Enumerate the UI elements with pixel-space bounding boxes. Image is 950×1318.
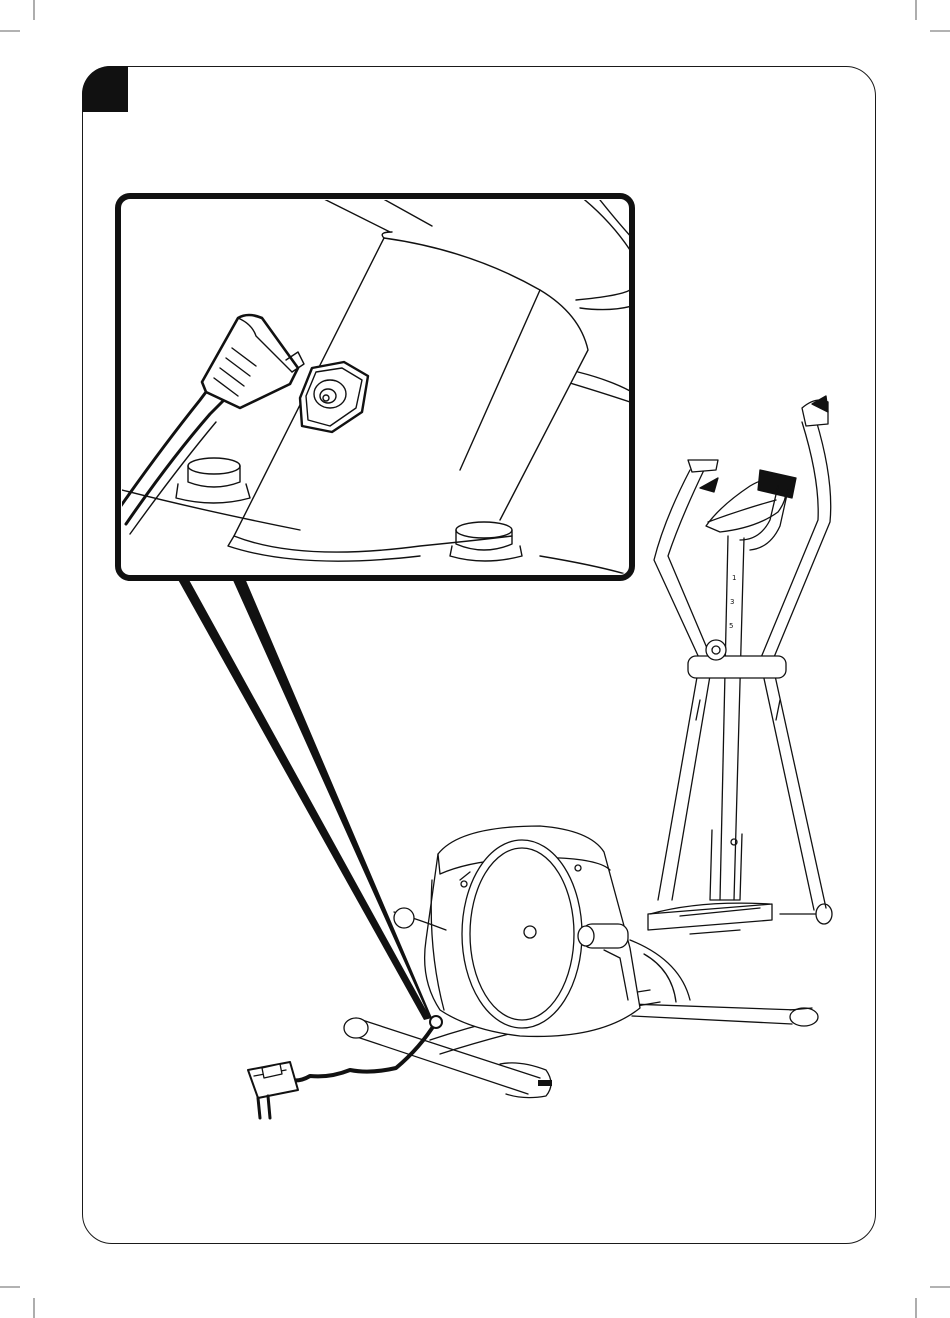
svg-text:1: 1 (732, 574, 736, 582)
detail-view (118, 196, 634, 578)
pivot-joint (688, 640, 786, 720)
wall-plug-icon (248, 1062, 298, 1118)
rear-stabilizer (630, 1004, 818, 1026)
central-mast: 1 3 5 (710, 536, 744, 900)
console (706, 470, 796, 532)
svg-text:5: 5 (729, 622, 733, 630)
foot-pedal (648, 903, 772, 934)
svg-text:3: 3 (730, 598, 734, 606)
